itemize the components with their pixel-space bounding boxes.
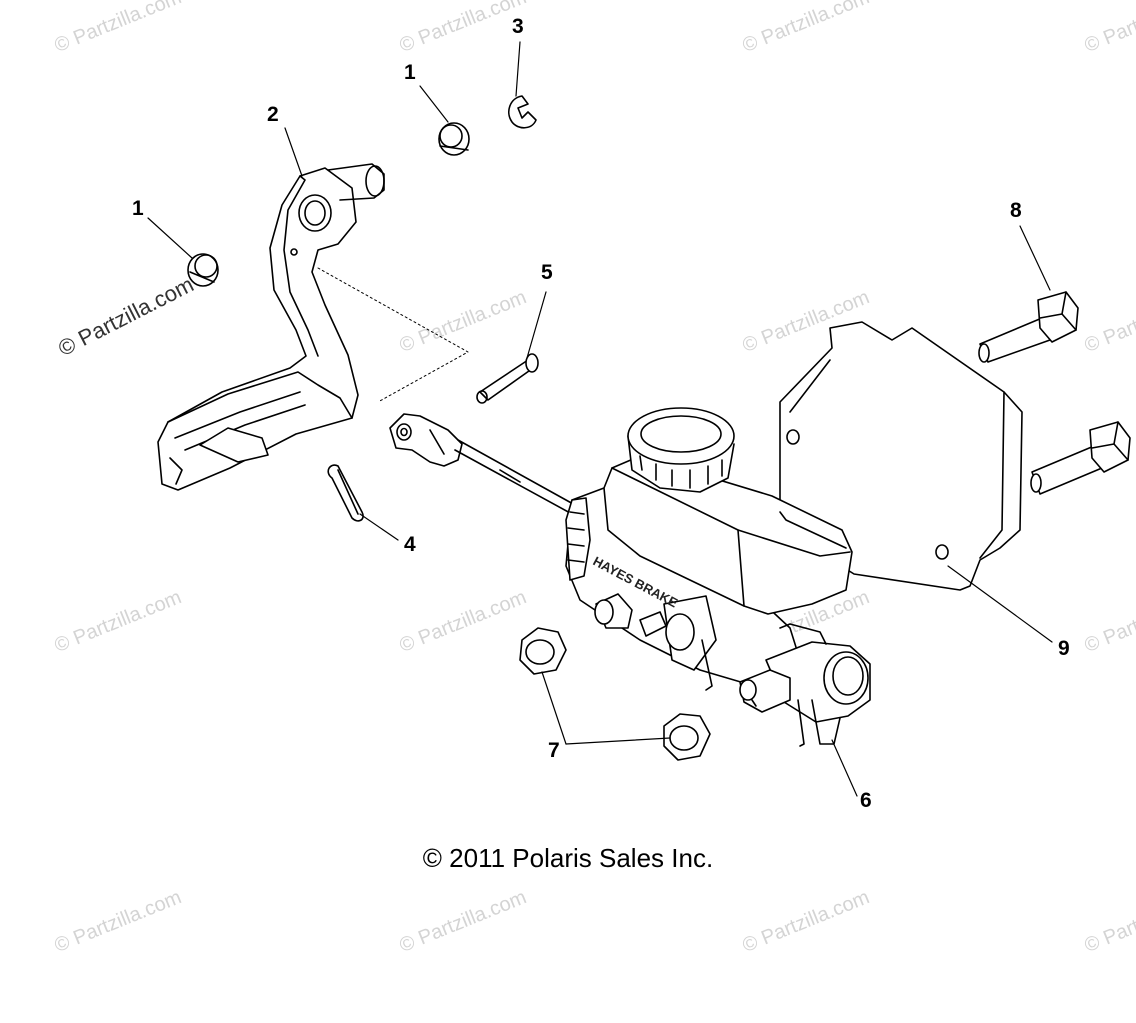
cotter-pin-part-4 — [327, 464, 364, 522]
alignment-guide-lines — [317, 267, 469, 403]
nut-part-7-lower — [663, 713, 711, 761]
bushing-part-1-left — [187, 253, 219, 287]
brake-pedal-part-2 — [157, 163, 385, 491]
bushing-part-1-top — [438, 122, 470, 156]
callout-3-e-clip: 3 — [512, 15, 524, 38]
callout-5-clevis-pin: 5 — [541, 261, 553, 284]
callout-4-cotter-pin: 4 — [404, 533, 416, 556]
callout-2-pedal: 2 — [267, 103, 279, 126]
master-cylinder-part-6: HAYES BRAKE — [565, 407, 871, 747]
callout-6-master-cylinder: 6 — [860, 789, 872, 812]
clevis-pin-part-5 — [476, 353, 539, 404]
bolt-part-8-upper — [978, 291, 1079, 363]
pushrod-clevis — [389, 413, 576, 515]
leader-lines — [147, 41, 1053, 797]
nut-part-7-upper — [519, 627, 567, 675]
copyright-notice: © 2011 Polaris Sales Inc. — [422, 843, 714, 873]
callout-9-bracket: 9 — [1058, 637, 1070, 660]
e-clip-part-3 — [508, 95, 537, 129]
callout-1-bushing-top: 1 — [404, 61, 416, 84]
callout-7-nut: 7 — [548, 739, 560, 762]
callout-8-bolt: 8 — [1010, 199, 1022, 222]
bolt-part-8-lower — [1030, 421, 1131, 495]
callout-1-bushing-left: 1 — [132, 197, 144, 220]
